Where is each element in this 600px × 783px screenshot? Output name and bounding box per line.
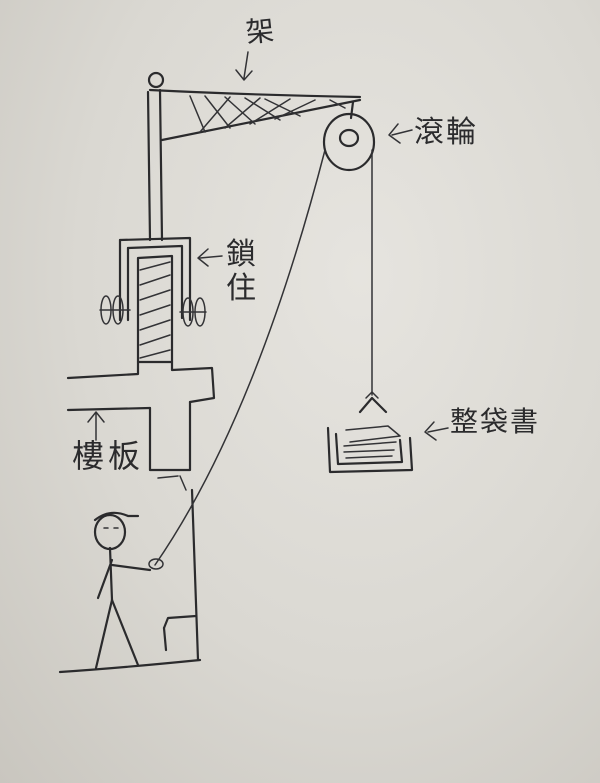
clamp-arrow — [197, 248, 223, 267]
book-bag — [326, 391, 414, 474]
wing-nut-left — [99, 295, 131, 325]
floor-slab-arrow — [87, 411, 105, 441]
frame-arm — [148, 88, 362, 142]
wing-nut-right — [179, 297, 207, 327]
label-clamp: 鎖住 — [226, 237, 256, 306]
book-bag-arrow — [424, 421, 449, 441]
person-figure — [93, 511, 164, 670]
rope-pull — [154, 149, 326, 566]
floor-slab — [66, 360, 216, 491]
frame-mast — [146, 71, 165, 242]
label-books: 整袋書 — [450, 405, 541, 438]
building-wall — [58, 488, 202, 674]
label-frame: 架 — [244, 13, 276, 50]
pulley-arrow — [388, 123, 413, 144]
frame-arrow — [235, 51, 253, 81]
pulley-wheel — [322, 100, 376, 172]
label-pulley: 滾輪 — [414, 115, 478, 150]
clamp-bracket — [118, 236, 192, 364]
label-floor-slab: 樓板 — [72, 437, 145, 475]
